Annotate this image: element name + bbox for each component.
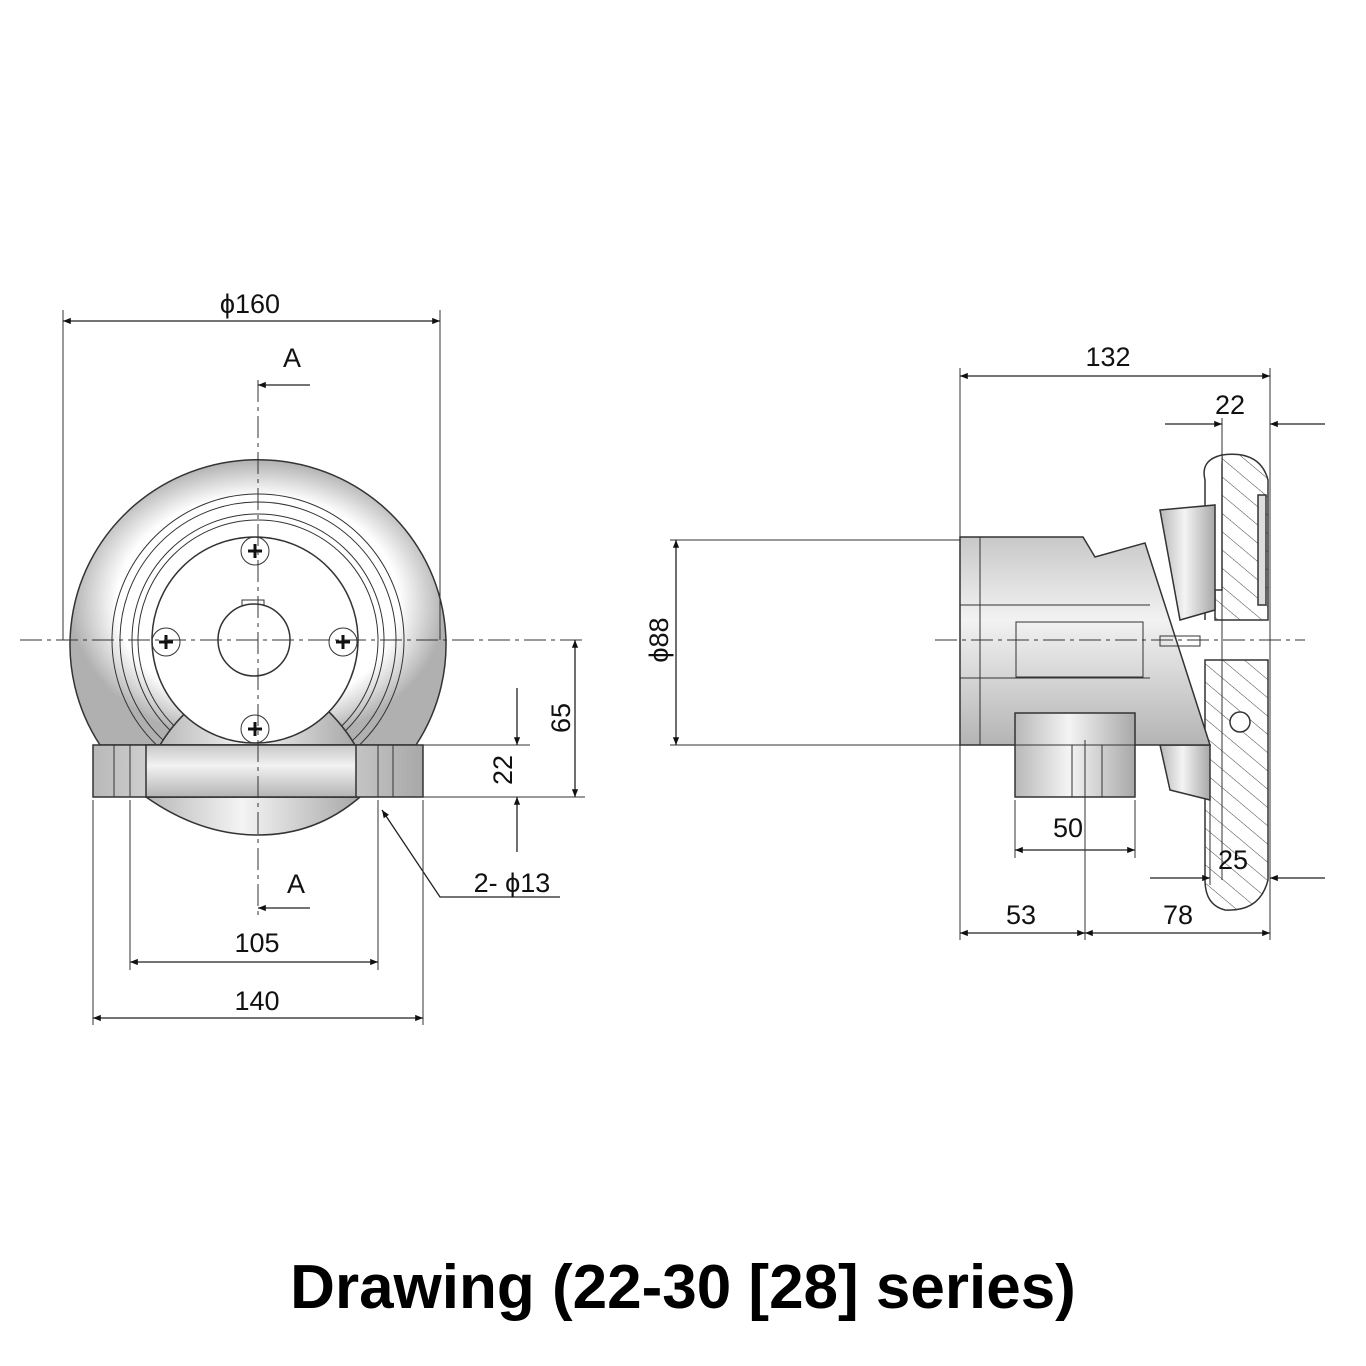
section-marker-bottom: A (257, 869, 310, 912)
front-view: ϕ160 A A 65 22 2- ϕ13 105 (20, 289, 585, 1025)
screw-icons (151, 536, 358, 744)
dimension-22-wheel: 22 (1165, 390, 1325, 880)
dimension-78: 78 (1085, 900, 1270, 937)
dimension-holes: 2- ϕ13 (381, 809, 560, 898)
dimension-25: 25 (1150, 800, 1325, 885)
svg-text:140: 140 (234, 986, 279, 1016)
svg-text:2- ϕ13: 2- ϕ13 (474, 868, 551, 898)
svg-text:22: 22 (1215, 390, 1245, 420)
dimension-50: 50 (1014, 800, 1136, 858)
svg-text:A: A (287, 869, 305, 899)
svg-text:A: A (283, 343, 301, 373)
svg-text:25: 25 (1218, 845, 1248, 875)
drawing-caption: Drawing (22-30 [28] series) (290, 1253, 1076, 1322)
dimension-22-base: 22 (423, 688, 530, 852)
svg-text:78: 78 (1163, 900, 1193, 930)
section-marker-top: A (257, 343, 310, 389)
svg-text:132: 132 (1085, 342, 1130, 372)
dimension-phi88: ϕ88 (644, 539, 960, 746)
dimension-53: 53 (960, 740, 1086, 940)
svg-text:ϕ88: ϕ88 (644, 617, 674, 662)
handwheel-section (1203, 453, 1269, 911)
dimension-132: 132 (959, 342, 1271, 940)
screw-icon (328, 627, 358, 657)
output-boss (1014, 712, 1136, 798)
screw-icon (240, 536, 270, 566)
screw-icon (151, 627, 181, 657)
svg-text:22: 22 (488, 755, 518, 785)
dimension-phi160: ϕ160 (62, 289, 441, 640)
hub-lower (1159, 744, 1211, 801)
svg-text:105: 105 (234, 928, 279, 958)
dimension-65: 65 (423, 640, 585, 798)
svg-text:ϕ160: ϕ160 (220, 289, 280, 319)
side-view: ϕ88 132 22 50 25 53 (644, 342, 1325, 940)
svg-text:53: 53 (1006, 900, 1036, 930)
svg-text:65: 65 (546, 703, 576, 733)
hub-upper (1159, 504, 1216, 621)
screw-icon (240, 714, 270, 744)
dimension-140: 140 (92, 800, 424, 1025)
dimension-105: 105 (129, 800, 379, 970)
svg-text:50: 50 (1053, 813, 1083, 843)
